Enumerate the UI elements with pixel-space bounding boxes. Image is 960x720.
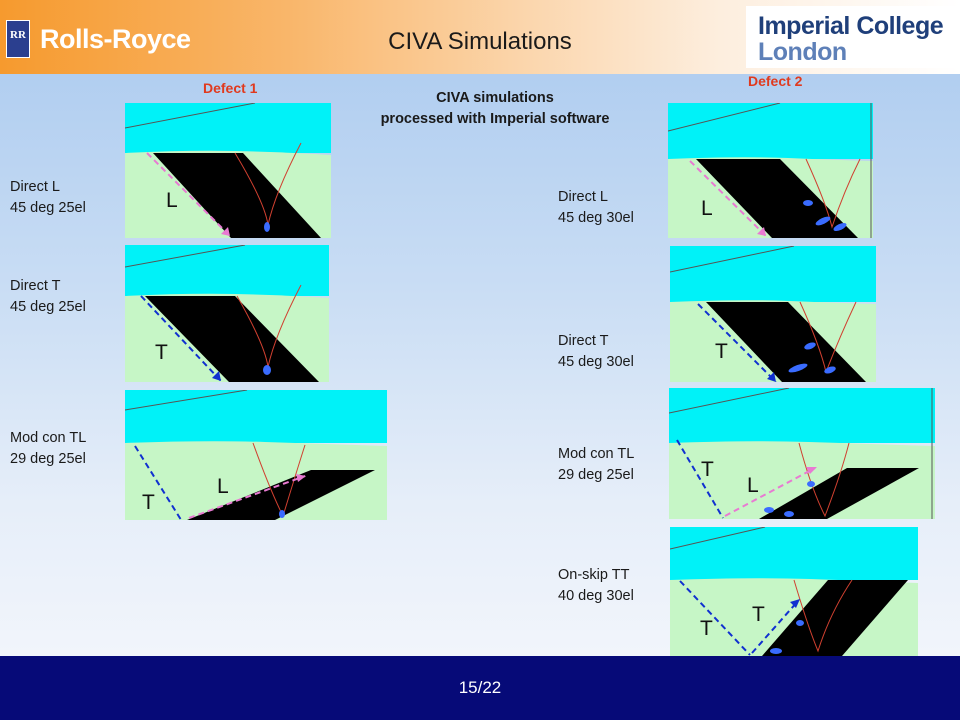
subtitle-line1: CIVA simulations bbox=[436, 90, 554, 106]
defect2-row3-label: Mod con TL 29 deg 25el bbox=[558, 444, 634, 486]
label-line2: 29 deg 25el bbox=[10, 451, 86, 467]
panel-mark: T bbox=[700, 617, 713, 640]
panel-mark: T bbox=[715, 340, 728, 363]
label-line1: Direct L bbox=[558, 189, 608, 205]
page-number: 15/22 bbox=[458, 678, 502, 697]
imperial-college-logo: Imperial College London bbox=[746, 6, 960, 68]
slide-subtitle: CIVA simulations processed with Imperial… bbox=[330, 88, 660, 130]
defect2-direct-l-image: L bbox=[668, 103, 873, 238]
label-line1: Direct L bbox=[10, 179, 60, 195]
defect2-on-skip-tt-image: T T bbox=[670, 527, 918, 656]
header-banner: RR Rolls-Royce CIVA Simulations Imperial… bbox=[0, 0, 960, 74]
defect2-heading: Defect 2 bbox=[748, 73, 803, 89]
rolls-royce-monogram-icon: RR bbox=[6, 20, 30, 58]
panel-mark: T bbox=[701, 458, 714, 481]
defect2-row2-label: Direct T 45 deg 30el bbox=[558, 331, 634, 373]
defect1-direct-l-image: L bbox=[125, 103, 331, 238]
label-line1: Mod con TL bbox=[558, 446, 635, 462]
defect2-row4-label: On-skip TT 40 deg 30el bbox=[558, 565, 634, 607]
label-line2: 29 deg 25el bbox=[558, 467, 634, 483]
subtitle-line2: processed with Imperial software bbox=[380, 111, 610, 127]
defect1-heading: Defect 1 bbox=[203, 80, 258, 96]
monogram-text: RR bbox=[10, 29, 26, 41]
defect1-direct-t-image: T bbox=[125, 245, 329, 382]
label-line1: Mod con TL bbox=[10, 430, 87, 446]
panel-mark: T bbox=[752, 603, 765, 626]
defect1-mod-con-tl-image: T L bbox=[125, 390, 387, 520]
panel-mark: L bbox=[701, 197, 713, 220]
panel-mark: L bbox=[217, 475, 229, 498]
label-line2: 45 deg 25el bbox=[10, 200, 86, 216]
defect2-row1-label: Direct L 45 deg 30el bbox=[558, 187, 634, 229]
panel-mark: T bbox=[155, 341, 168, 364]
defect2-direct-t-image: T bbox=[670, 246, 876, 382]
page-title: CIVA Simulations bbox=[388, 28, 572, 55]
rolls-royce-logo-text: Rolls-Royce bbox=[40, 24, 191, 54]
label-line1: Direct T bbox=[10, 278, 61, 294]
label-line2: 40 deg 30el bbox=[558, 588, 634, 604]
defect1-row3-label: Mod con TL 29 deg 25el bbox=[10, 428, 86, 470]
imperial-logo-line1: Imperial College bbox=[758, 12, 944, 40]
label-line1: Direct T bbox=[558, 333, 609, 349]
panel-mark: L bbox=[166, 189, 178, 212]
label-line2: 45 deg 25el bbox=[10, 299, 86, 315]
imperial-logo-line2: London bbox=[758, 38, 847, 66]
defect2-mod-con-tl-image: T L bbox=[669, 388, 935, 519]
footer-bar: 15/22 bbox=[0, 656, 960, 720]
defect1-row1-label: Direct L 45 deg 25el bbox=[10, 177, 86, 219]
label-line2: 45 deg 30el bbox=[558, 210, 634, 226]
defect1-row2-label: Direct T 45 deg 25el bbox=[10, 276, 86, 318]
panel-mark: L bbox=[747, 474, 759, 497]
panel-mark: T bbox=[142, 491, 155, 514]
label-line1: On-skip TT bbox=[558, 567, 630, 583]
label-line2: 45 deg 30el bbox=[558, 354, 634, 370]
